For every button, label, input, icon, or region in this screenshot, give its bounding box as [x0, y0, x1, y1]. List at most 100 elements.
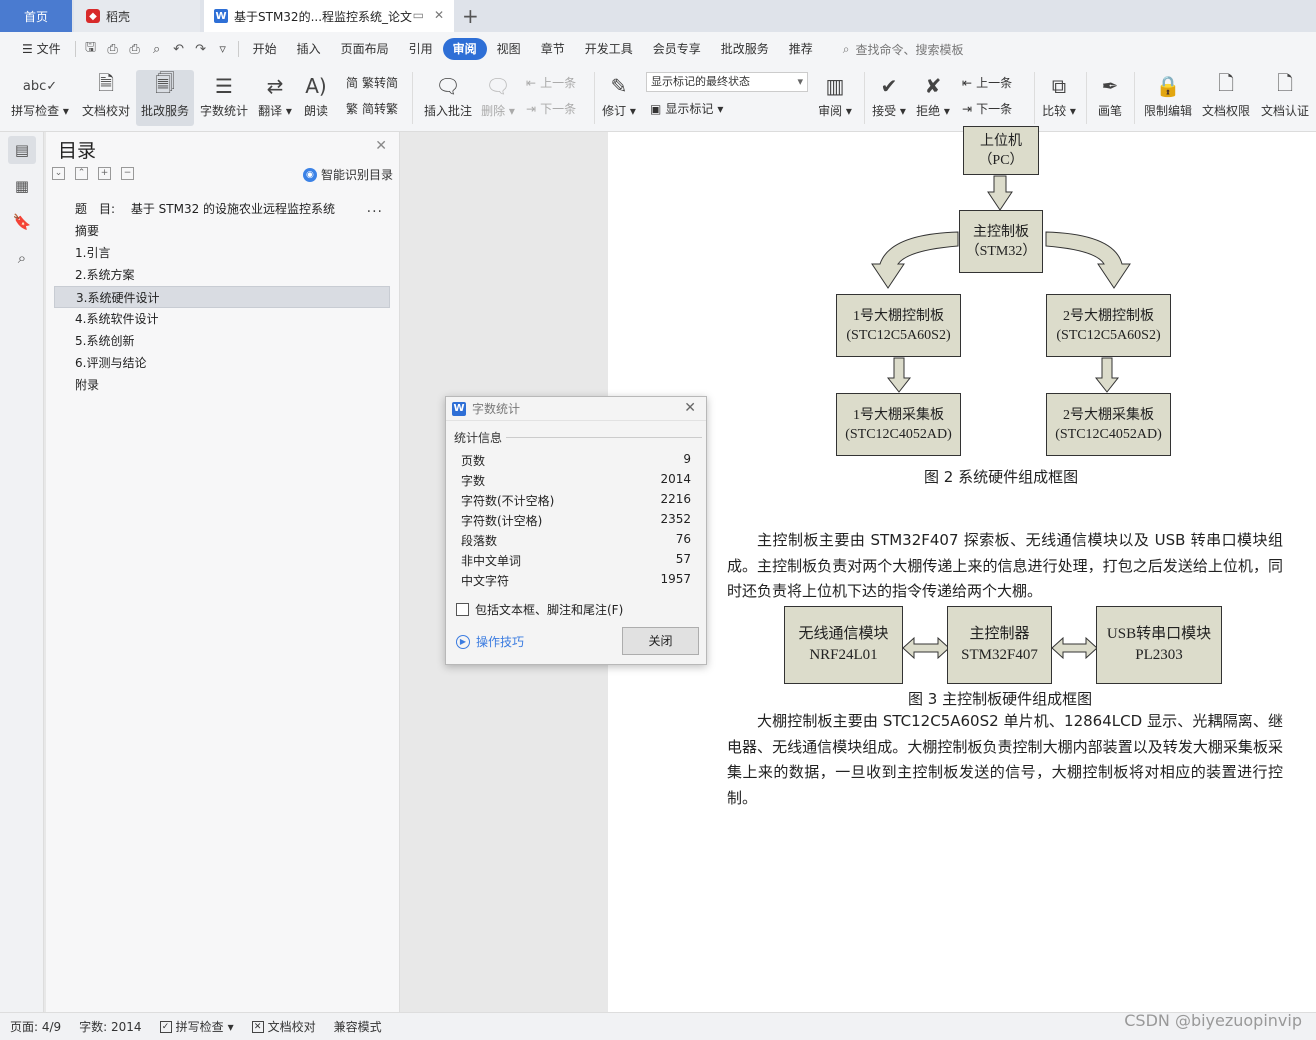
trad-to-simp-button[interactable]: 简繁转简 — [346, 74, 398, 91]
prev-change-button[interactable]: ⇤上一条 — [962, 74, 1012, 91]
tab-home[interactable]: 首页 — [0, 0, 72, 32]
screen-icon[interactable]: ▭ — [412, 8, 424, 22]
show-markup-button[interactable]: ▣显示标记▾ — [650, 100, 723, 117]
toc-item[interactable]: 5.系统创新 — [75, 334, 135, 348]
redo-icon[interactable]: ↷ — [195, 41, 207, 57]
review-pane-button[interactable]: ▥ 审阅 ▾ — [816, 70, 854, 126]
markup-state-select[interactable]: 显示标记的最终状态 — [646, 72, 808, 92]
include-textbox-checkbox[interactable]: 包括文本框、脚注和尾注(F) — [456, 601, 623, 618]
print-icon[interactable]: ⎙ — [129, 41, 140, 57]
delete-comment-button[interactable]: 🗨 删除 ▾ — [480, 70, 516, 126]
read-aloud-button[interactable]: A) 朗读 — [300, 70, 332, 126]
restrict-edit-button[interactable]: 🔒 限制编辑 — [1140, 70, 1196, 126]
toc-item[interactable]: 1.引言 — [75, 246, 111, 260]
command-search[interactable]: ⌕查找命令、搜索模板 — [843, 41, 964, 58]
menu-start[interactable]: 开始 — [252, 42, 277, 56]
trad-simp-icon: 简 — [346, 76, 359, 90]
wireless-module-box: 无线通信模块 NRF24L01 — [784, 606, 903, 684]
paragraph: 大棚控制板主要由 STC12C5A60S2 单片机、12864LCD 显示、光耦… — [727, 712, 1283, 808]
menu-review-service[interactable]: 批改服务 — [720, 42, 769, 56]
compare-button[interactable]: ⧉ 比较 ▾ — [1040, 70, 1078, 126]
doc-proof-status[interactable]: ✕文档校对 — [251, 1018, 316, 1035]
toc-item[interactable]: 附录 — [75, 378, 100, 392]
tab-daoke[interactable]: ◆ 稻壳 — [74, 0, 200, 32]
close-icon[interactable]: ✕ — [684, 400, 696, 416]
menu-view[interactable]: 视图 — [496, 42, 521, 56]
chapter-nav-icon[interactable]: ▦ — [14, 177, 30, 195]
page-indicator[interactable]: 页面: 4/9 — [10, 1020, 62, 1034]
new-tab-icon[interactable]: + — [462, 4, 479, 28]
tab-document-label: 基于STM32的...程监控系统_论文 — [234, 9, 413, 24]
ctrl-board-2-box: 2号大棚控制板 (STC12C5A60S2) — [1046, 294, 1171, 357]
menu-separator — [237, 41, 239, 57]
add-icon[interactable]: + — [98, 167, 111, 180]
menu-file[interactable]: ☰ 文件 — [22, 42, 61, 56]
close-icon[interactable]: ✕ — [375, 138, 387, 154]
checkbox-icon[interactable] — [456, 603, 469, 616]
toc-item[interactable]: 6.评测与结论 — [75, 356, 147, 370]
track-changes-button[interactable]: ✎ 修订 ▾ — [600, 70, 638, 126]
doc-permission-button[interactable]: 🗋 文档权限 — [1200, 70, 1252, 126]
close-button[interactable]: 关闭 — [622, 627, 699, 655]
review-label: 审阅 ▾ — [818, 104, 852, 118]
menu-references[interactable]: 引用 — [408, 42, 433, 56]
export-pdf-icon[interactable]: ⎙ — [107, 41, 118, 57]
menu-insert[interactable]: 插入 — [296, 42, 321, 56]
print-preview-icon[interactable]: ⌕ — [152, 41, 161, 57]
simp-to-trad-button[interactable]: 繁简转繁 — [346, 100, 398, 117]
dialog-title: 字数统计 — [472, 402, 521, 416]
toc-panel-icon[interactable]: ▤ — [8, 136, 36, 164]
ctrl-board-1-box: 1号大棚控制板 (STC12C5A60S2) — [836, 294, 961, 357]
toc-item[interactable]: 摘要 — [75, 224, 100, 238]
toc-item[interactable]: 题 目: 基于 STM32 的设施农业远程监控系统 — [75, 202, 336, 216]
toc-item[interactable]: 2.系统方案 — [75, 268, 135, 282]
more-icon[interactable]: ··· — [366, 204, 383, 220]
expand-all-icon[interactable]: ⌃ — [75, 167, 88, 180]
word-count-button[interactable]: ☰ 字数统计 — [198, 70, 250, 126]
main-controller-box: 主控制器 STM32F407 — [947, 606, 1052, 684]
collapse-all-icon[interactable]: ⌄ — [52, 167, 65, 180]
close-tab-icon[interactable]: ✕ — [433, 8, 444, 22]
word-count-indicator[interactable]: 字数: 2014 — [79, 1020, 142, 1034]
prev-comment-button[interactable]: ⇤上一条 — [526, 74, 576, 91]
tab-document[interactable]: W 基于STM32的...程监控系统_论文 ▭✕ — [204, 0, 454, 32]
next-change-button[interactable]: ⇥下一条 — [962, 100, 1012, 117]
toc-panel: 目录 ✕ ⌄ ⌃ + − ◉智能识别目录 ··· 题 目: 基于 STM32 的… — [46, 132, 400, 1012]
ribbon-separator — [1086, 72, 1087, 124]
show-markup-label: 显示标记 — [665, 102, 714, 116]
smart-icon: ◉ — [302, 167, 317, 182]
doc-cert-button[interactable]: 🗋 文档认证 — [1258, 70, 1312, 126]
menu-member[interactable]: 会员专享 — [652, 42, 701, 56]
menu-section[interactable]: 章节 — [540, 42, 565, 56]
bookmark-icon[interactable]: 🔖 — [12, 213, 32, 231]
customize-icon[interactable]: ▿ — [219, 41, 226, 57]
menu-bar: ☰ 文件 🖫 ⎙ ⎙ ⌕ ↶ ↷ ▿ 开始 插入 页面布局 引用 审阅 视图 章… — [0, 32, 1316, 66]
spellcheck-toggle[interactable]: ✓拼写检查▾ — [159, 1018, 234, 1035]
smart-toc-button[interactable]: ◉智能识别目录 — [302, 166, 393, 183]
next-comment-button[interactable]: ⇥下一条 — [526, 100, 576, 117]
doc-proof-button[interactable]: 🗎 文档校对 — [78, 70, 134, 126]
prev-change-icon: ⇤ — [962, 75, 973, 90]
menu-layout[interactable]: 页面布局 — [340, 42, 389, 56]
document-page[interactable]: 上位机 （PC） 主控制板 （STM32） 1号大棚控制板 (STC12C5A6… — [608, 126, 1316, 1012]
menu-review[interactable]: 审阅 — [442, 38, 487, 60]
ink-button[interactable]: ✒ 画笔 — [1094, 70, 1126, 126]
accept-button[interactable]: ✔ 接受 ▾ — [870, 70, 908, 126]
remove-icon[interactable]: − — [121, 167, 134, 180]
insert-comment-button[interactable]: 🗨 插入批注 — [420, 70, 476, 126]
toc-item[interactable]: 4.系统软件设计 — [75, 312, 159, 326]
menu-devtools[interactable]: 开发工具 — [584, 42, 633, 56]
controller-line2: STM32F407 — [961, 647, 1038, 663]
stat-value: 9 — [683, 452, 691, 466]
menu-recommend[interactable]: 推荐 — [788, 42, 813, 56]
toc-item-selected[interactable]: 3.系统硬件设计 — [54, 286, 390, 308]
tips-link[interactable]: ▶ 操作技巧 — [456, 633, 524, 650]
spellcheck-button[interactable]: abc✓ 拼写检查 ▾ — [8, 70, 72, 126]
translate-button[interactable]: ⇄ 翻译 ▾ — [256, 70, 294, 126]
undo-icon[interactable]: ↶ — [173, 41, 185, 57]
toc-title: 目录 — [58, 140, 97, 162]
save-icon[interactable]: 🖫 — [85, 40, 97, 55]
reject-button[interactable]: ✘ 拒绝 ▾ — [914, 70, 952, 126]
search-icon[interactable]: ⌕ — [17, 249, 27, 267]
review-service-button[interactable]: 🗐 批改服务 — [136, 70, 194, 126]
